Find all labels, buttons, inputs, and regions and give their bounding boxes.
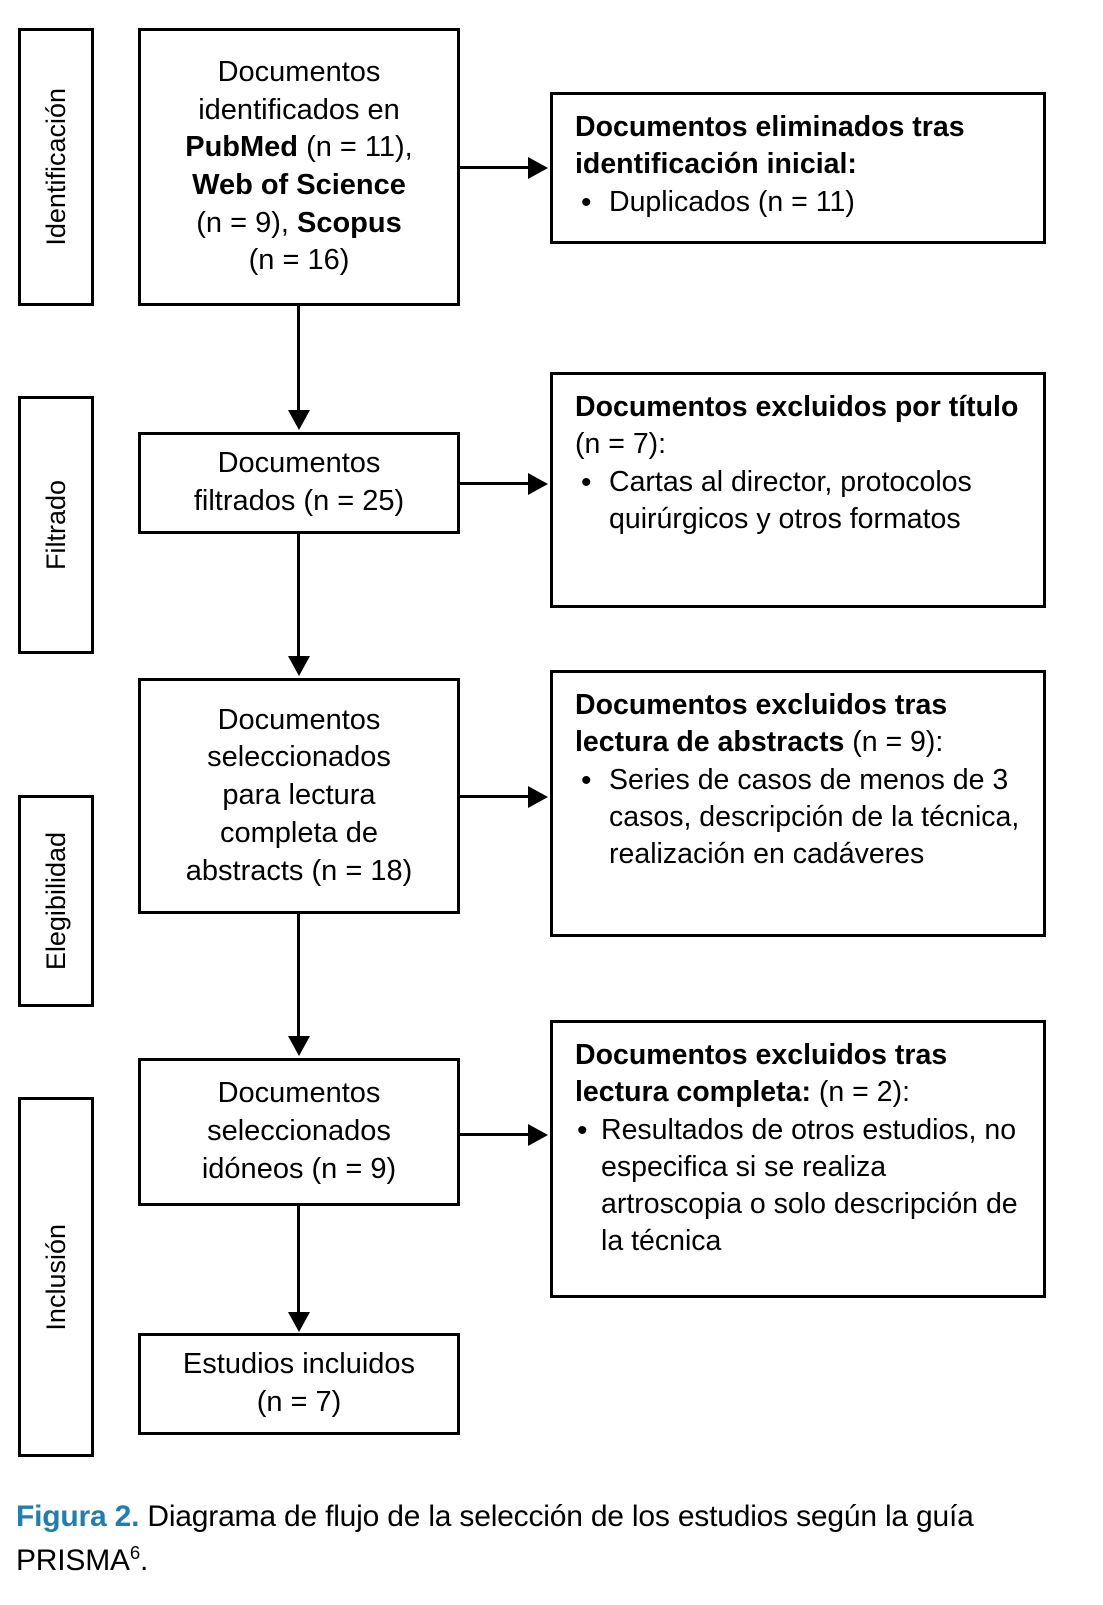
exclusion-list: Resultados de otros estudios, no especif… [575, 1111, 1027, 1260]
arrow-down-icon [288, 1036, 310, 1056]
box-line: seleccionados [207, 1115, 391, 1148]
exclusion-list: Series de casos de menos de 3 casos, des… [575, 761, 1027, 873]
box-line: Documentos [217, 55, 381, 88]
box-line: PubMed (n = 11), [151, 129, 447, 167]
exclusion-list-item: Series de casos de menos de 3 casos, des… [575, 761, 1027, 873]
box-line: Documentos [217, 703, 381, 736]
figure-label: Figura 2. [16, 1500, 140, 1533]
source-wos: Web of Science [192, 169, 406, 201]
box-line: para lectura [222, 779, 376, 812]
exclusion-heading: Documentos excluidos por título (n = 7): [575, 389, 1027, 463]
arrow-down-icon [288, 656, 310, 676]
connector-idoneos-to-incluidos [297, 1206, 300, 1314]
exclusion-list-item: Duplicados (n = 11) [575, 183, 1027, 222]
box-excluidos-tras-lectura-completa: Documentos excluidos tras lectura comple… [550, 1020, 1046, 1298]
box-estudios-incluidos: Estudios incluidos (n = 7) [138, 1333, 460, 1435]
box-line: (n = 7) [256, 1386, 342, 1418]
figure-caption-text: Diagrama de flujo de la selección de los… [16, 1500, 974, 1577]
arrow-right-icon [528, 157, 548, 179]
stage-label-text: Filtrado [40, 479, 71, 571]
box-documentos-seleccionados-abstracts: Documentos seleccionados para lectura co… [138, 678, 460, 914]
stage-label-identificacion: Identificación [18, 28, 94, 306]
box-documentos-identificados: Documentos identificados en PubMed (n = … [138, 28, 460, 306]
box-line: Documentos [217, 1077, 381, 1110]
box-line: abstracts (n = 18) [185, 854, 413, 887]
exclusion-heading-count: (n = 7): [575, 428, 667, 461]
box-line: Documentos [217, 447, 381, 480]
box-line: (n = 16) [248, 244, 350, 277]
stage-label-filtrado: Filtrado [18, 396, 94, 654]
arrow-right-icon [528, 1124, 548, 1146]
box-line: filtrados (n = 25) [193, 485, 405, 517]
arrow-down-icon [288, 410, 310, 430]
connector-abstracts-to-idoneos [297, 914, 300, 1038]
connector-idoneos-to-excluidos-completa [460, 1133, 532, 1136]
exclusion-heading-bold: Documentos eliminados tras identificació… [575, 111, 965, 181]
box-line: Web of Science [151, 167, 447, 205]
stage-label-inclusion: Inclusión [18, 1097, 94, 1457]
exclusion-heading: Documentos excluidos tras lectura comple… [575, 1037, 1027, 1111]
arrow-right-icon [528, 786, 548, 808]
box-line: Estudios incluidos [182, 1348, 416, 1381]
source-pubmed: PubMed [185, 131, 299, 164]
box-documentos-filtrados: Documentos filtrados (n = 25) [138, 432, 460, 534]
arrow-right-icon [528, 473, 548, 495]
box-line: completa de [220, 816, 378, 849]
exclusion-heading-count: (n = 9): [844, 726, 944, 759]
connector-filtrados-to-abstracts [297, 534, 300, 658]
source-scopus: Scopus [297, 206, 402, 239]
source-pubmed-count: (n = 11), [298, 131, 413, 164]
box-line: idóneos (n = 9) [201, 1152, 397, 1185]
exclusion-heading-count: (n = 2): [811, 1076, 910, 1109]
stage-label-text: Inclusión [40, 1223, 71, 1331]
box-line: identificados en [198, 93, 400, 126]
exclusion-list: Duplicados (n = 11) [575, 183, 1027, 222]
exclusion-list-item: Cartas al director, protocolos quirúrgic… [575, 463, 1027, 538]
box-eliminados-identificacion-inicial: Documentos eliminados tras identificació… [550, 92, 1046, 244]
figure-caption: Figura 2. Diagrama de flujo de la selecc… [16, 1495, 1066, 1582]
exclusion-list-item: Resultados de otros estudios, no especif… [575, 1111, 1027, 1260]
exclusion-heading-bold: Documentos excluidos tras lectura de abs… [575, 689, 948, 759]
connector-identificados-to-filtrados [297, 306, 300, 412]
connector-filtrados-to-excluidos-titulo [460, 482, 532, 485]
arrow-down-icon [288, 1312, 310, 1332]
figure-caption-reference: 6 [129, 1541, 140, 1563]
box-excluidos-por-titulo: Documentos excluidos por título (n = 7):… [550, 372, 1046, 608]
exclusion-heading: Documentos eliminados tras identificació… [575, 109, 1027, 183]
box-excluidos-tras-lectura-abstracts: Documentos excluidos tras lectura de abs… [550, 670, 1046, 937]
exclusion-heading-bold: Documentos excluidos por título [575, 391, 1019, 423]
source-wos-count: (n = 9), [196, 206, 297, 239]
stage-label-elegibilidad: Elegibilidad [18, 795, 94, 1007]
figure-caption-period: . [139, 1543, 149, 1577]
exclusion-heading-bold: Documentos excluidos tras lectura comple… [575, 1039, 948, 1109]
box-documentos-seleccionados-idoneos: Documentos seleccionados idóneos (n = 9) [138, 1058, 460, 1206]
connector-abstracts-to-excluidos-abstracts [460, 795, 532, 798]
box-line: (n = 9), Scopus [151, 205, 447, 243]
connector-identificados-to-eliminados [460, 166, 532, 169]
exclusion-heading: Documentos excluidos tras lectura de abs… [575, 687, 1027, 761]
stage-label-text: Elegibilidad [40, 831, 71, 971]
stage-label-text: Identificación [40, 88, 71, 246]
box-line: seleccionados [207, 741, 391, 774]
exclusion-list: Cartas al director, protocolos quirúrgic… [575, 463, 1027, 538]
